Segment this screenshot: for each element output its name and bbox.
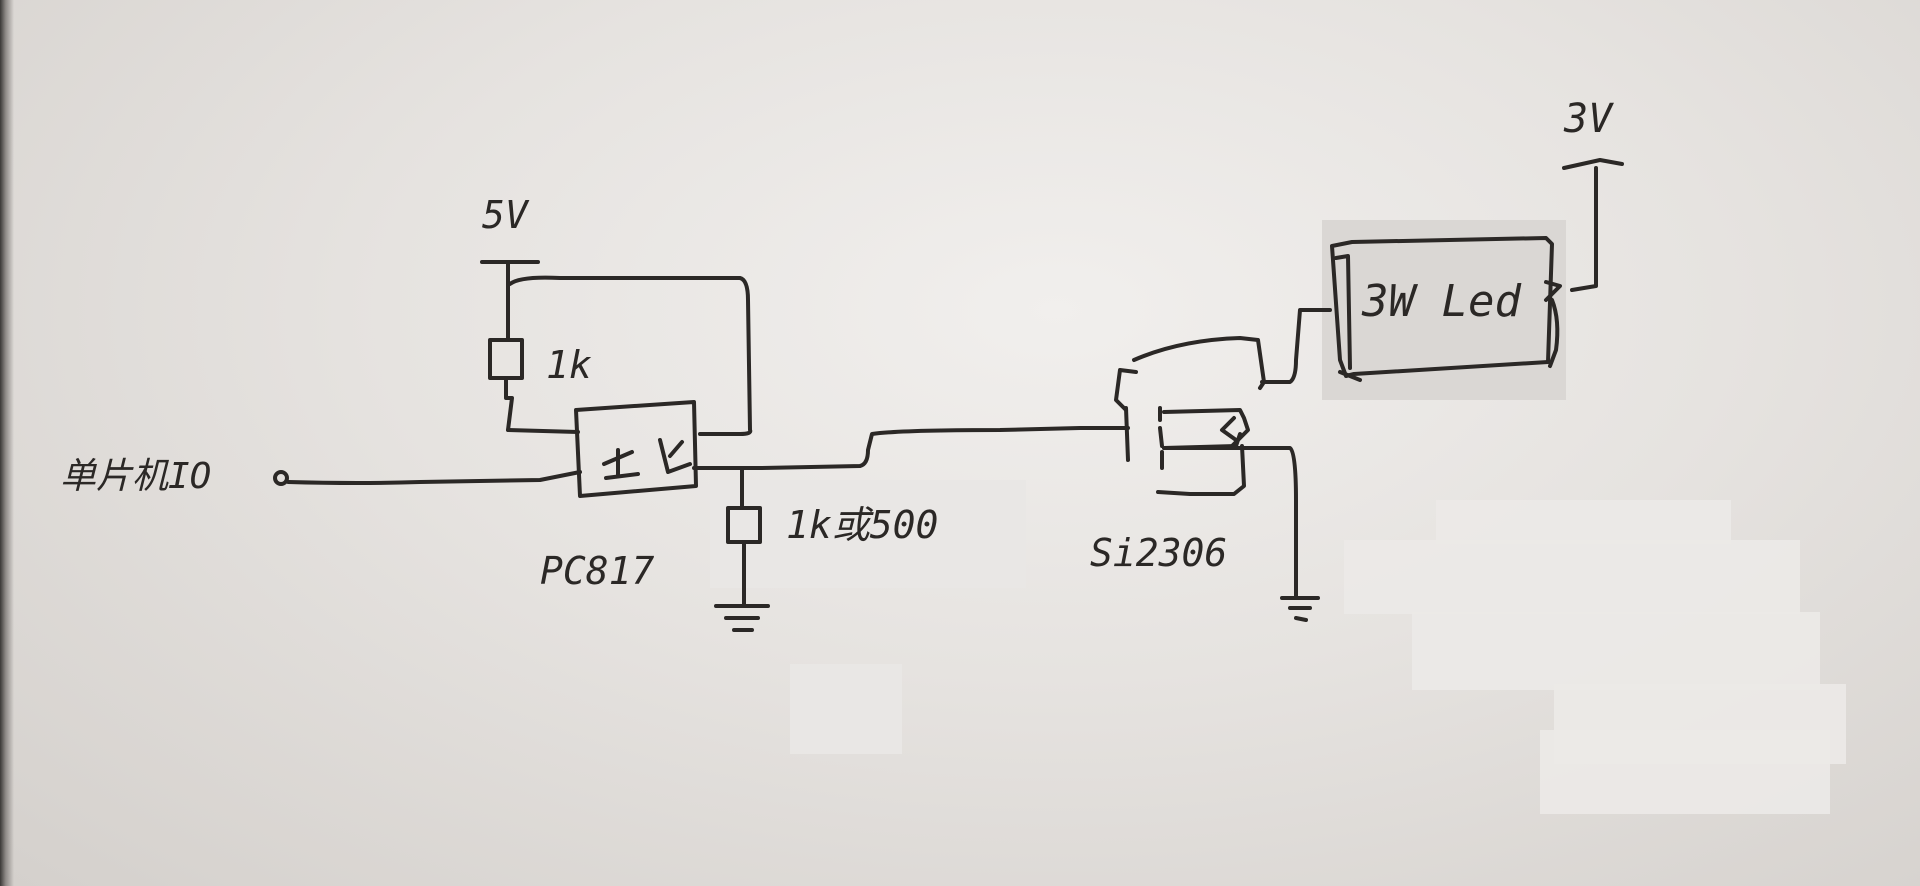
diagram-labels: 5V 3V 1k 1k或500 单片机IO PC817 Si2306 3W Le…	[60, 96, 1614, 593]
led-3w	[1330, 236, 1562, 382]
label-mosfet: Si2306	[1090, 531, 1227, 575]
resistor-1k-or-500	[714, 468, 770, 632]
supply-5v	[480, 260, 540, 342]
paper-edge-shadow	[0, 0, 14, 886]
resistor-1k	[488, 338, 524, 432]
wire-mcu-input	[273, 470, 582, 486]
label-r2: 1k或500	[786, 503, 938, 547]
label-5v: 5V	[482, 193, 530, 237]
whiteout-patches	[710, 220, 1846, 814]
supply-3v	[1562, 158, 1624, 292]
label-3v: 3V	[1563, 96, 1614, 142]
label-r1: 1k	[546, 343, 592, 387]
wire-opto-to-gate	[692, 426, 1130, 470]
label-input: 单片机IO	[60, 456, 211, 497]
wire-r1-opto	[506, 428, 580, 434]
mosfet-si2306	[1114, 308, 1332, 622]
wire-5v-loop	[508, 275, 753, 436]
label-optocoupler: PC817	[540, 549, 655, 593]
label-led: 3W Led	[1361, 276, 1521, 327]
optocoupler-pc817	[574, 400, 698, 498]
